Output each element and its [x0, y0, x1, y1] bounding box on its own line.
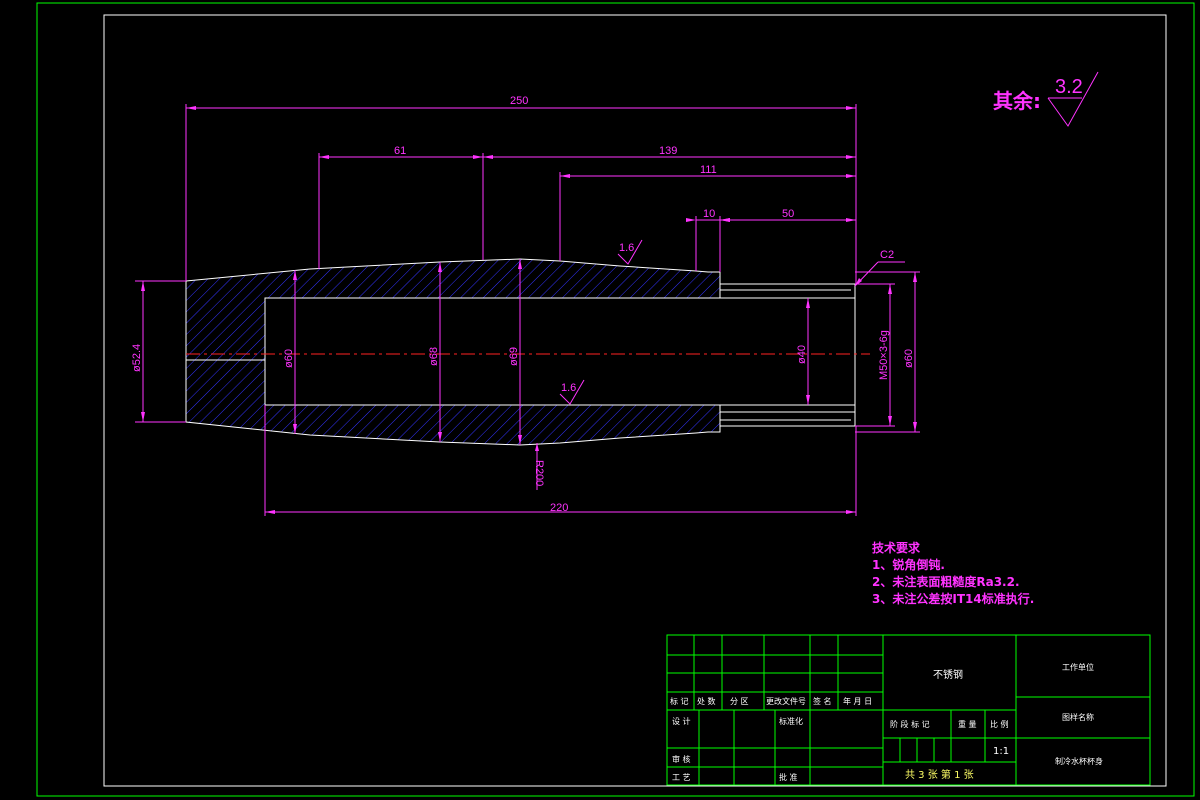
roughness-note-value: 3.2 — [1055, 76, 1083, 98]
tb-stage-mark: 阶 段 标 记 — [890, 719, 930, 729]
tech-req-item-3: 3、未注公差按IT14标准执行. — [872, 591, 1034, 606]
dim-phi68: ø68 — [428, 347, 440, 366]
upper-thread — [719, 283, 856, 299]
dim-250: 250 — [510, 95, 528, 107]
tb-weight: 重 量 — [958, 719, 977, 729]
tech-req-item-1: 1、锐角倒钝. — [872, 557, 945, 572]
tb-company: 工作单位 — [1062, 662, 1094, 672]
dim-61: 61 — [394, 145, 406, 157]
outer-frame — [36, 2, 1195, 797]
tb-scale-label: 比 例 — [990, 719, 1009, 729]
dim-111: 111 — [700, 164, 717, 176]
roughness-mid: 1.6 — [561, 382, 576, 394]
inner-border — [103, 14, 1167, 787]
dim-phi40: ø40 — [796, 345, 808, 364]
lower-wall-section — [185, 359, 721, 446]
dim-50: 50 — [782, 208, 794, 220]
tb-approve: 批 准 — [779, 772, 798, 782]
surface-roughness-note: 其余: 3.2 — [993, 71, 1099, 127]
dimension-arrowheads — [141, 106, 917, 514]
title-block: 标 记 处 数 分 区 更改文件号 签 名 年 月 日 设 计 标准化 审 核 … — [666, 634, 1151, 786]
dim-thread: M50×3-6g — [878, 330, 890, 380]
tb-drawing-name: 制冷水杯杯身 — [1055, 756, 1103, 766]
dim-139: 139 — [659, 145, 677, 157]
dim-phi524: ø52.4 — [131, 344, 143, 372]
tech-req-item-2: 2、未注表面粗糙度Ra3.2. — [872, 574, 1020, 589]
tb-material: 不锈钢 — [933, 668, 963, 681]
dim-phi69: ø69 — [508, 347, 520, 366]
lower-thread — [719, 411, 856, 427]
dim-c2: C2 — [880, 249, 894, 261]
tb-standardize: 标准化 — [779, 716, 803, 726]
roughness-note-label: 其余: — [993, 89, 1041, 113]
dim-phi60-inner: ø60 — [283, 349, 295, 368]
tb-col-sign: 签 名 — [813, 696, 832, 706]
tb-col-mark: 标 记 — [670, 696, 689, 706]
tech-req-title: 技术要求 — [872, 540, 921, 555]
tb-col-zone: 分 区 — [730, 697, 749, 706]
tb-sheets: 共 3 张 第 1 张 — [905, 768, 974, 781]
dim-220: 220 — [550, 502, 568, 514]
roughness-top: 1.6 — [619, 242, 634, 254]
tb-col-doc: 更改文件号 — [766, 696, 806, 706]
upper-wall-section — [185, 258, 721, 361]
dim-10: 10 — [703, 208, 715, 220]
dimension-labels: 250 61 139 111 10 50 220 C2 ø52.4 ø60 ø6… — [131, 95, 915, 514]
roughness-symbol-icon — [1047, 71, 1099, 127]
dim-phi60-outer: ø60 — [903, 349, 915, 368]
tb-process: 工 艺 — [672, 773, 691, 782]
tb-review: 审 核 — [672, 754, 691, 764]
technical-requirements: 技术要求 1、锐角倒钝. 2、未注表面粗糙度Ra3.2. 3、未注公差按IT14… — [872, 540, 1034, 606]
dim-r200: R200 — [533, 460, 545, 486]
tb-design: 设 计 — [672, 716, 691, 726]
tb-scale-value: 1:1 — [993, 746, 1009, 757]
part-section — [185, 258, 870, 446]
tb-drawing-name-label: 图样名称 — [1062, 712, 1094, 722]
tb-col-count: 处 数 — [697, 696, 716, 706]
tb-col-date: 年 月 日 — [843, 696, 872, 706]
